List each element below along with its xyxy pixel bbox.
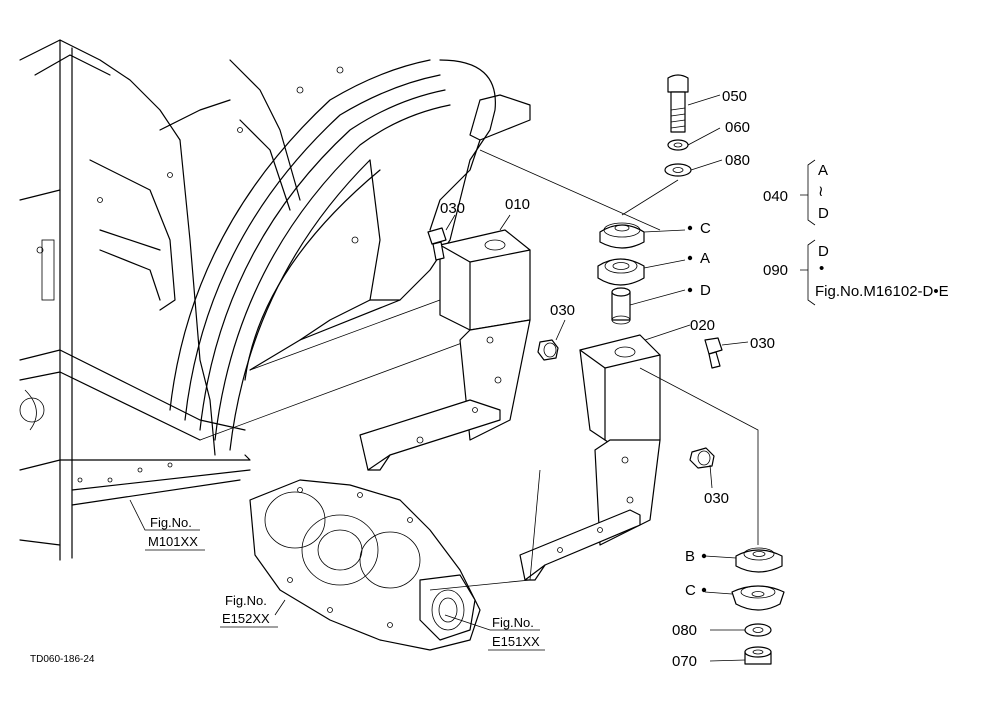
label-010: 010 [505,196,530,213]
washer-080-bottom-part [744,623,772,637]
label-030-c: 030 [750,335,775,352]
washer-060-part [667,139,689,151]
bullet-d-top [687,287,693,293]
label-leaders [129,94,749,662]
bolt-050-part [667,74,689,133]
label-080-bottom: 080 [672,622,697,639]
ref-m101-line1: Fig.No. [150,515,192,530]
label-range-d: D [818,205,829,222]
ref-e151-line1: Fig.No. [492,615,534,630]
nut-070-part [744,646,772,665]
label-020: 020 [690,317,715,334]
label-070: 070 [672,653,697,670]
label-d-top: D [700,282,711,299]
bullet-b-bottom [701,553,707,559]
bracket-010-part [359,229,531,471]
bolt-030-a [427,227,447,261]
bracket-020-part [519,334,661,581]
cushion-a-top-part [597,258,645,286]
bullet-a-top [687,255,693,261]
label-range-a: A [818,162,828,179]
label-030-d: 030 [704,490,729,507]
label-050: 050 [722,88,747,105]
ref-e151-line2: E151XX [492,634,540,649]
collar-d-top-part [611,287,631,325]
label-030-b: 030 [550,302,575,319]
bolt-030-c [704,337,723,369]
bullet-c-top [687,225,693,231]
label-b-bottom: B [685,548,695,565]
mount-axis-line [621,179,679,216]
label-range-tilde: ≀ [818,183,824,200]
label-090: 090 [763,262,788,279]
cushion-c-top-part [599,222,645,249]
bolt-030-b [537,339,559,361]
label-dot-single: • [819,260,824,277]
label-030-a: 030 [440,200,465,217]
cushion-c-bottom-part [731,585,785,611]
ref-m101-line2: M101XX [148,534,198,549]
tractor-frame-drawing [19,39,661,561]
ref-e152-line1: Fig.No. [225,593,267,608]
label-a-top: A [700,250,710,267]
label-060: 060 [725,119,750,136]
ref-e152-line2: E152XX [222,611,270,626]
label-040: 040 [763,188,788,205]
bracket-040 [800,159,816,226]
bolt-030-d [689,447,715,469]
bullet-c-bottom [701,587,707,593]
cushion-b-bottom-part [735,547,783,573]
bracket-090 [800,239,816,306]
label-080-top: 080 [725,152,750,169]
label-d-single: D [818,243,829,260]
lower-axis-line [639,367,759,545]
drawing-id: TD060-186-24 [30,654,95,665]
label-fig-m16102: Fig.No.M16102-D•E [815,283,949,300]
washer-080-top-part [664,163,692,177]
label-c-bottom: C [685,582,696,599]
label-c-top: C [700,220,711,237]
